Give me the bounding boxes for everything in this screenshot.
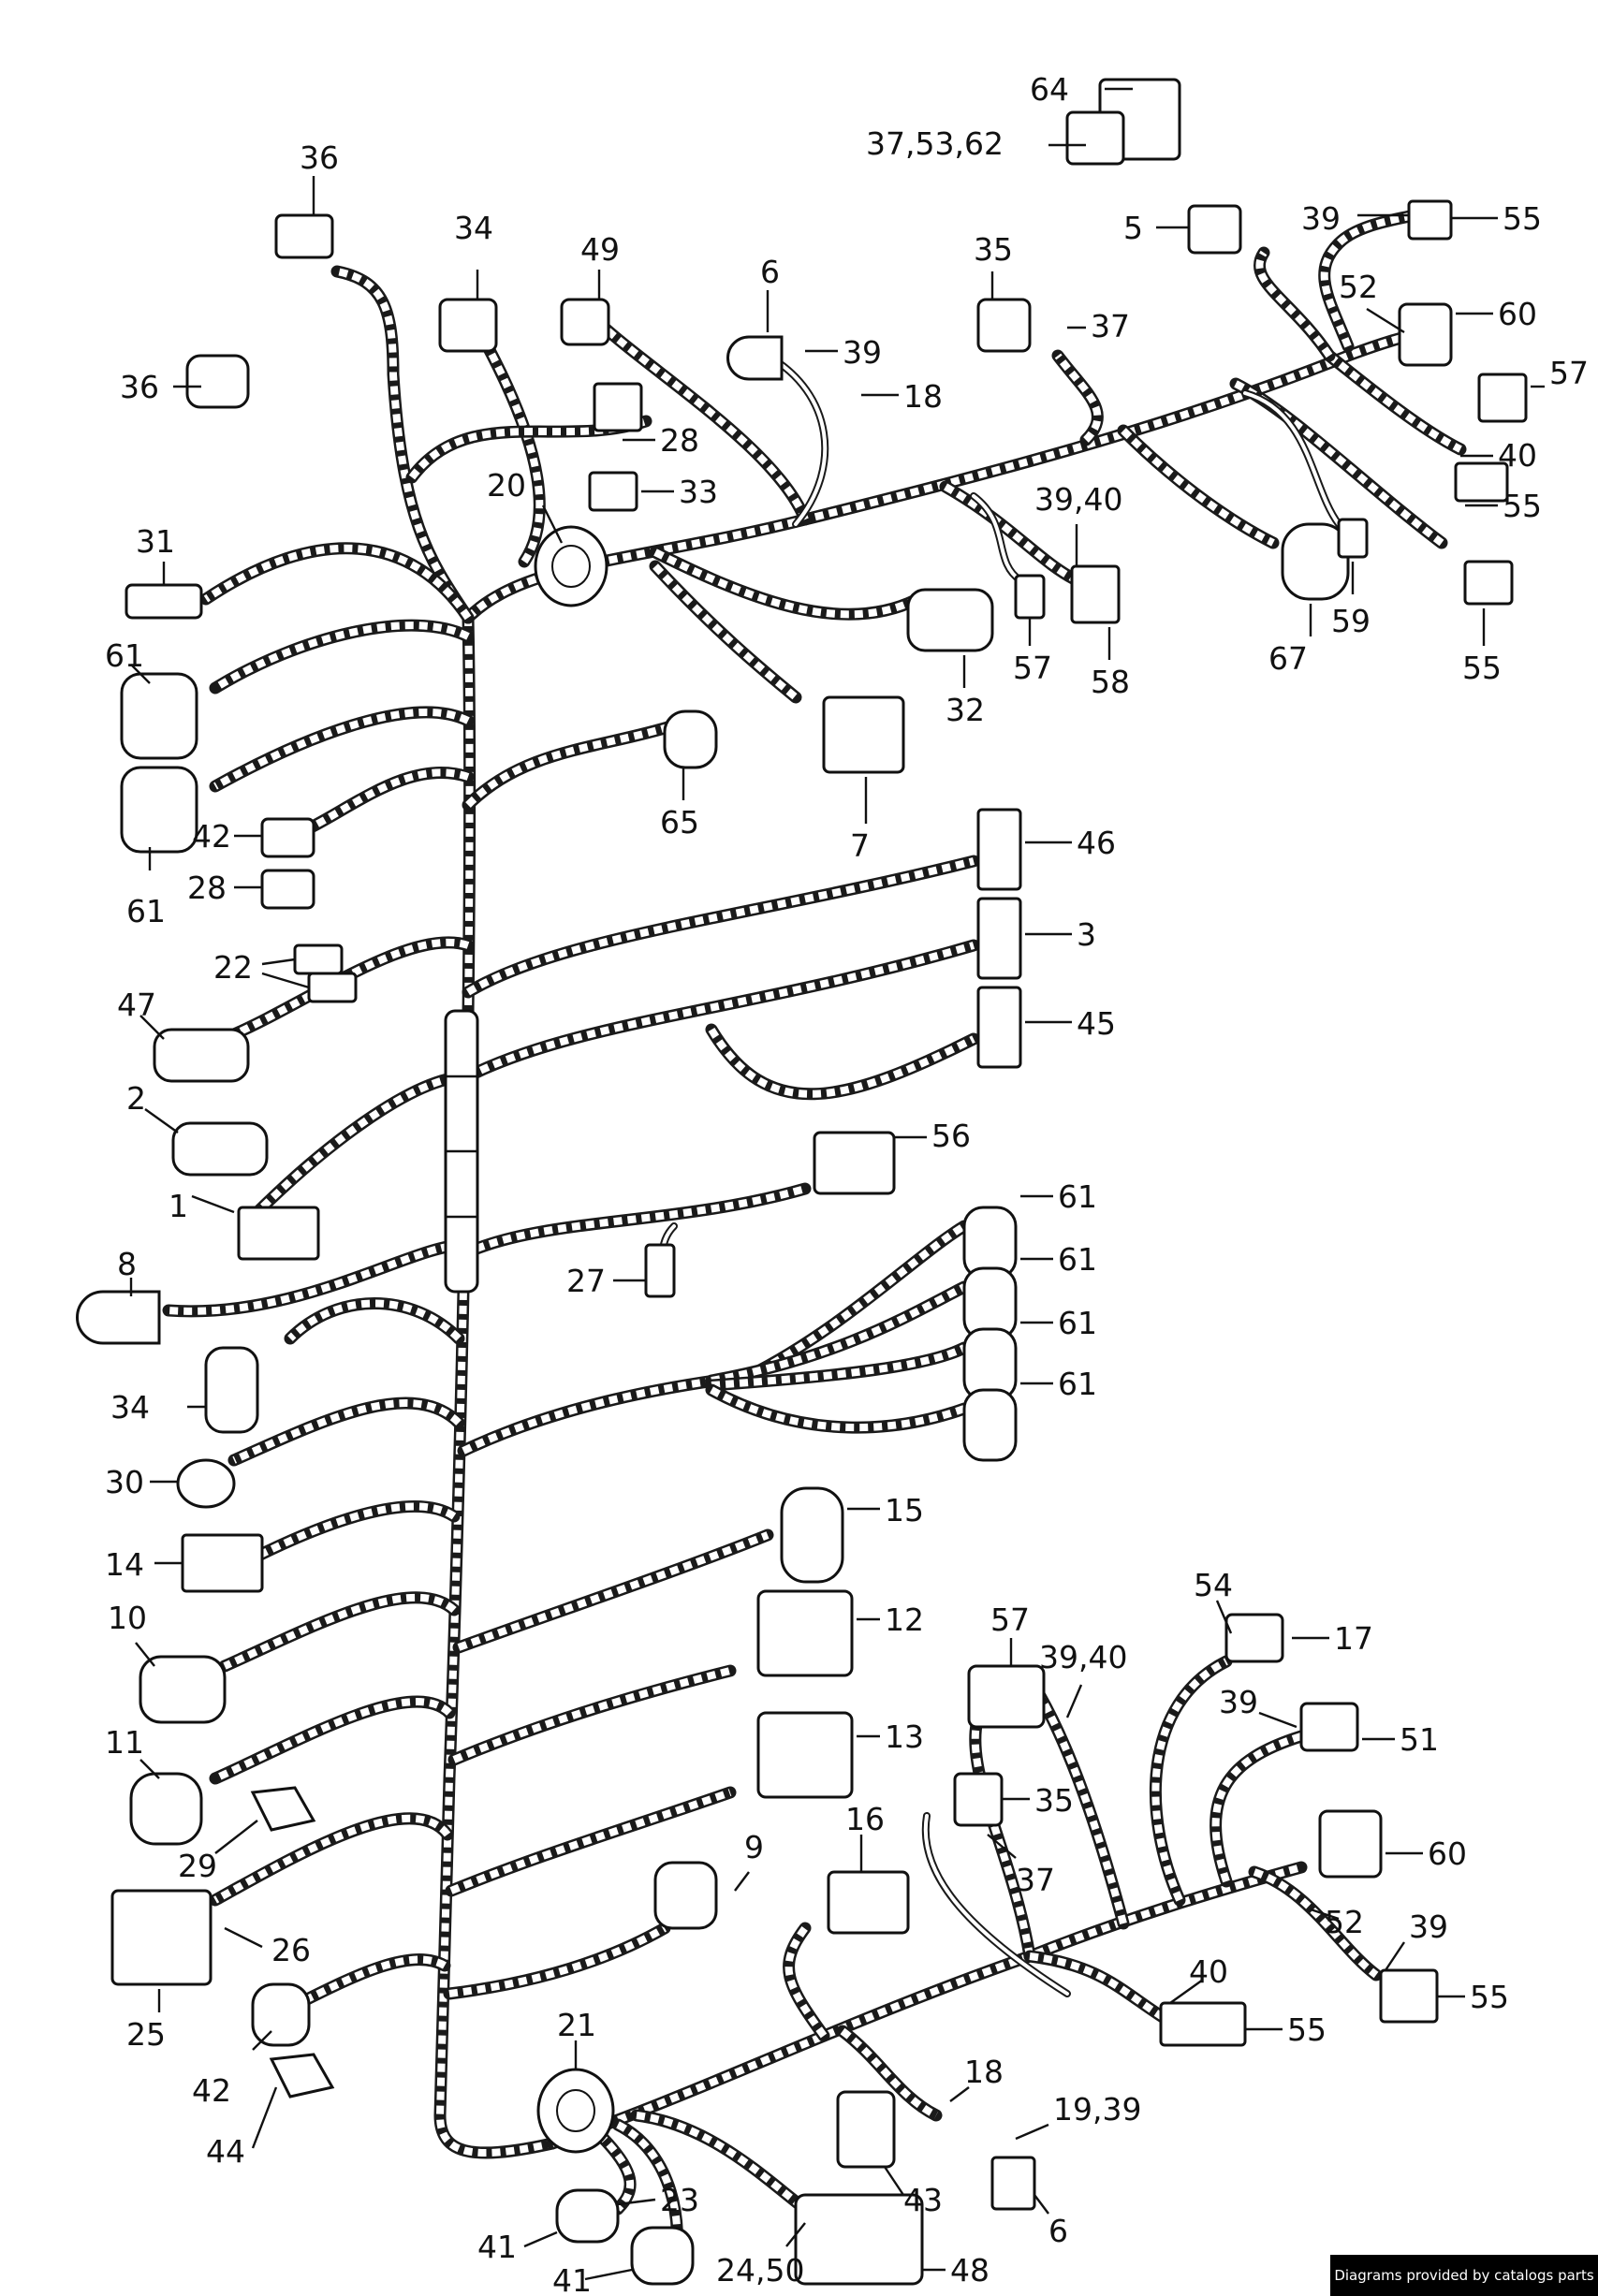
callout-label: 45 [1077, 1005, 1116, 1042]
callout-label: 16 [845, 1801, 885, 1837]
connectors [76, 78, 1528, 2286]
callout-label: 9 [744, 1829, 764, 1865]
callout-label: 64 [1030, 71, 1069, 108]
callout-label: 55 [1287, 2011, 1327, 2048]
callout-label: 21 [557, 2007, 596, 2043]
callout-label: 37 [1091, 308, 1130, 344]
callout-label: 31 [136, 523, 175, 560]
callout-label: 27 [566, 1263, 606, 1299]
callout-label: 36 [120, 369, 159, 405]
callout-labels: 64 37,53,62 36 34 49 6 39 18 35 37 5 39 … [105, 71, 1589, 2296]
callout-label: 28 [660, 422, 699, 459]
leader-lines [129, 87, 1545, 2281]
callout-label: 59 [1331, 603, 1371, 639]
callout-label: 61 [105, 637, 144, 674]
callout-label: 55 [1503, 200, 1542, 237]
callout-label: 39 [843, 334, 882, 371]
callout-label: 52 [1339, 269, 1378, 305]
callout-label: 67 [1268, 640, 1308, 677]
callout-label: 55 [1462, 650, 1502, 686]
callout-label: 57 [990, 1601, 1030, 1638]
callout-label: 18 [903, 378, 943, 415]
callout-label: 58 [1091, 664, 1130, 700]
callout-label: 14 [105, 1546, 144, 1583]
callout-label: 10 [108, 1600, 147, 1636]
callout-label: 42 [192, 818, 231, 855]
callout-label: 60 [1428, 1835, 1467, 1872]
callout-label: 39 [1409, 1908, 1448, 1945]
callout-label: 56 [931, 1118, 971, 1154]
callout-label: 61 [1058, 1366, 1097, 1402]
callout-label: 36 [300, 139, 339, 176]
callout-label: 39,40 [1034, 481, 1122, 518]
callout-label: 37,53,62 [866, 125, 1004, 162]
callout-label: 41 [477, 2229, 517, 2265]
callout-label: 57 [1549, 355, 1589, 391]
callout-label: 46 [1077, 825, 1116, 861]
callout-label: 26 [271, 1932, 311, 1968]
callout-label: 12 [885, 1601, 924, 1638]
callout-label: 47 [117, 987, 156, 1023]
callout-label: 6 [1048, 2213, 1068, 2249]
callout-label: 17 [1334, 1620, 1373, 1657]
callout-label: 48 [950, 2252, 990, 2289]
callout-label: 19,39 [1053, 2091, 1141, 2128]
callout-label: 39,40 [1039, 1639, 1127, 1675]
callout-label: 49 [580, 231, 620, 268]
callout-label: 40 [1498, 437, 1537, 474]
callout-label: 39 [1219, 1684, 1258, 1720]
callout-label: 15 [885, 1492, 924, 1528]
callout-label: 13 [885, 1718, 924, 1755]
callout-label: 5 [1123, 210, 1143, 246]
callout-label: 35 [974, 231, 1013, 268]
harness-wires [162, 209, 1467, 2272]
callout-label: 61 [1058, 1305, 1097, 1341]
callout-label: 55 [1503, 488, 1542, 524]
callout-label: 23 [660, 2182, 699, 2218]
callout-label: 41 [552, 2262, 592, 2296]
callout-label: 51 [1400, 1721, 1439, 1758]
callout-label: 24,50 [716, 2252, 804, 2289]
callout-label: 18 [964, 2054, 1004, 2090]
callout-label: 25 [126, 2016, 166, 2053]
callout-label: 22 [213, 949, 253, 986]
callout-label: 30 [105, 1464, 144, 1500]
callout-label: 60 [1498, 296, 1537, 332]
callout-label: 20 [487, 467, 526, 504]
callout-label: 34 [454, 210, 493, 246]
callout-label: 57 [1013, 650, 1052, 686]
callout-label: 43 [903, 2182, 943, 2218]
callout-label: 55 [1470, 1979, 1509, 2015]
trunk-sleeve [444, 1009, 479, 1294]
callout-label: 28 [187, 870, 227, 906]
callout-label: 33 [679, 474, 718, 510]
grommet-20 [534, 525, 608, 607]
callout-label: 32 [946, 692, 985, 728]
callout-label: 29 [178, 1848, 217, 1884]
callout-label: 34 [110, 1389, 150, 1426]
grommet-21 [536, 2068, 615, 2154]
callout-label: 61 [126, 893, 166, 929]
callout-label: 42 [192, 2072, 231, 2109]
callout-label: 35 [1034, 1782, 1074, 1819]
callout-label: 65 [660, 804, 699, 841]
callout-label: 11 [105, 1724, 144, 1761]
callout-label: 2 [126, 1080, 146, 1117]
callout-label: 1 [169, 1188, 188, 1224]
callout-label: 40 [1189, 1953, 1228, 1990]
callout-label: 52 [1325, 1904, 1364, 1940]
callout-label: 7 [850, 827, 870, 864]
callout-label: 61 [1058, 1241, 1097, 1278]
callout-label: 44 [206, 2133, 245, 2170]
callout-label: 54 [1194, 1567, 1233, 1603]
callout-label: 8 [117, 1246, 137, 1282]
callout-label: 6 [760, 254, 780, 290]
footer-credit: Diagrams provided by catalogs parts [1330, 2255, 1598, 2296]
callout-label: 37 [1016, 1862, 1055, 1898]
callout-label: 61 [1058, 1178, 1097, 1215]
callout-label: 3 [1077, 916, 1096, 953]
callout-label: 39 [1301, 200, 1341, 237]
